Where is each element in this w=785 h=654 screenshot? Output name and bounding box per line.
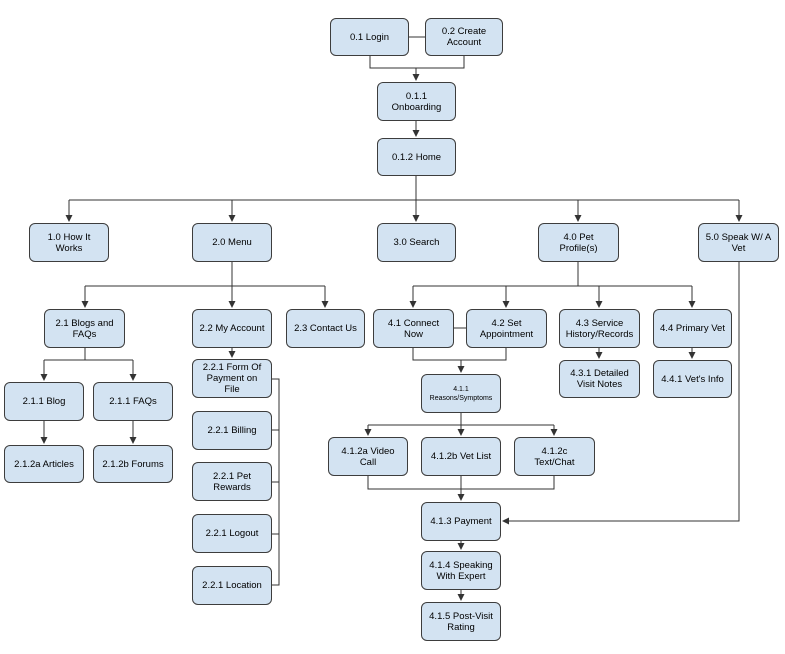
node-my-account[interactable]: 2.2 My Account [192, 309, 272, 348]
node-faqs[interactable]: 2.1.1 FAQs [93, 382, 173, 421]
node-video-call[interactable]: 4.1.2a Video Call [328, 437, 408, 476]
node-post-visit-rating[interactable]: 4.1.5 Post-Visit Rating [421, 602, 501, 641]
node-billing[interactable]: 2.2.1 Billing [192, 411, 272, 450]
node-text-chat[interactable]: 4.1.2c Text/Chat [514, 437, 595, 476]
node-blog[interactable]: 2.1.1 Blog [4, 382, 84, 421]
node-vets-info[interactable]: 4.4.1 Vet's Info [653, 360, 732, 398]
node-reasons-symptoms[interactable]: 4.1.1 Reasons/Symptoms [421, 374, 501, 413]
node-speaking-with-expert[interactable]: 4.1.4 Speaking With Expert [421, 551, 501, 590]
node-onboarding[interactable]: 0.1.1 Onboarding [377, 82, 456, 121]
node-create-account[interactable]: 0.2 Create Account [425, 18, 503, 56]
node-blogs-and-faqs[interactable]: 2.1 Blogs and FAQs [44, 309, 125, 348]
node-location[interactable]: 2.2.1 Location [192, 566, 272, 605]
node-logout[interactable]: 2.2.1 Logout [192, 514, 272, 553]
node-pet-rewards[interactable]: 2.2.1 Pet Rewards [192, 462, 272, 501]
node-home[interactable]: 0.1.2 Home [377, 138, 456, 176]
node-menu[interactable]: 2.0 Menu [192, 223, 272, 262]
node-service-history[interactable]: 4.3 Service History/Records [559, 309, 640, 348]
node-pet-profiles[interactable]: 4.0 Pet Profile(s) [538, 223, 619, 262]
node-form-of-payment[interactable]: 2.2.1 Form Of Payment on File [192, 359, 272, 398]
node-connect-now[interactable]: 4.1 Connect Now [373, 309, 454, 348]
node-how-it-works[interactable]: 1.0 How It Works [29, 223, 109, 262]
node-speak-with-vet[interactable]: 5.0 Speak W/ A Vet [698, 223, 779, 262]
node-contact-us[interactable]: 2.3 Contact Us [286, 309, 365, 348]
node-detailed-visit-notes[interactable]: 4.3.1 Detailed Visit Notes [559, 360, 640, 398]
node-set-appointment[interactable]: 4.2 Set Appointment [466, 309, 547, 348]
node-search[interactable]: 3.0 Search [377, 223, 456, 262]
node-payment[interactable]: 4.1.3 Payment [421, 502, 501, 541]
connector-1 [369, 56, 465, 69]
node-login[interactable]: 0.1 Login [330, 18, 409, 56]
node-vet-list[interactable]: 4.1.2b Vet List [421, 437, 501, 476]
connector-45 [502, 262, 740, 525]
connector-34 [412, 348, 507, 361]
node-forums[interactable]: 2.1.2b Forums [93, 445, 173, 483]
node-primary-vet[interactable]: 4.4 Primary Vet [653, 309, 732, 348]
node-articles[interactable]: 2.1.2a Articles [4, 445, 84, 483]
